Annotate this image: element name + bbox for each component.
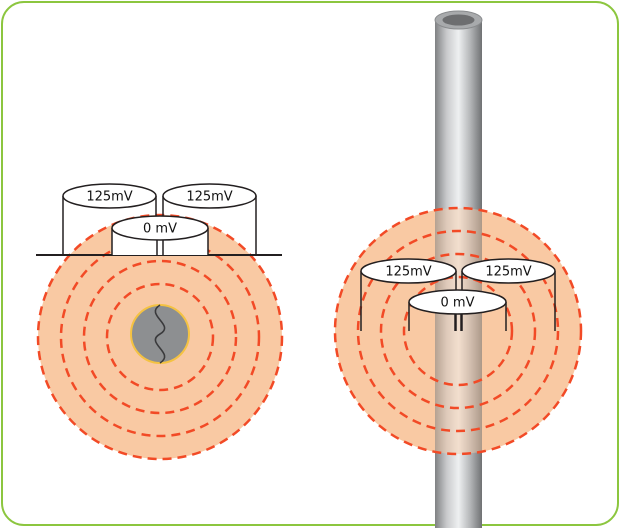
left-label-125mv-b: 125mV: [186, 190, 232, 205]
left-label-0mv: 0 mV: [143, 222, 177, 237]
right-electrode-left: [360, 258, 457, 331]
cable-cross-section: [130, 304, 190, 364]
right-ring-2: [356, 229, 560, 433]
left-ring-3: [82, 259, 238, 415]
cable-split-line: [154, 304, 166, 364]
right-ring-4: [402, 275, 514, 387]
right-electrode-center: [408, 289, 507, 331]
right-ring-3: [379, 252, 537, 410]
left-label-125mv-a: 125mV: [86, 190, 132, 205]
left-ring-4: [105, 282, 215, 392]
left-setup: 125mV 125mV 0 mV: [36, 183, 284, 461]
right-label-0mv: 0 mV: [441, 296, 475, 311]
left-electrode-left: [62, 183, 157, 255]
pipe-opening: [442, 14, 475, 26]
right-setup: 125mV 125mV 0 mV: [333, 10, 583, 528]
left-ring-1: [36, 213, 284, 461]
right-electrode-right: [461, 258, 556, 331]
right-label-125mv-a: 125mV: [385, 265, 431, 280]
right-label-125mv-b: 125mV: [485, 265, 531, 280]
left-electrode-center: [111, 215, 209, 255]
right-ring-1: [333, 206, 583, 456]
